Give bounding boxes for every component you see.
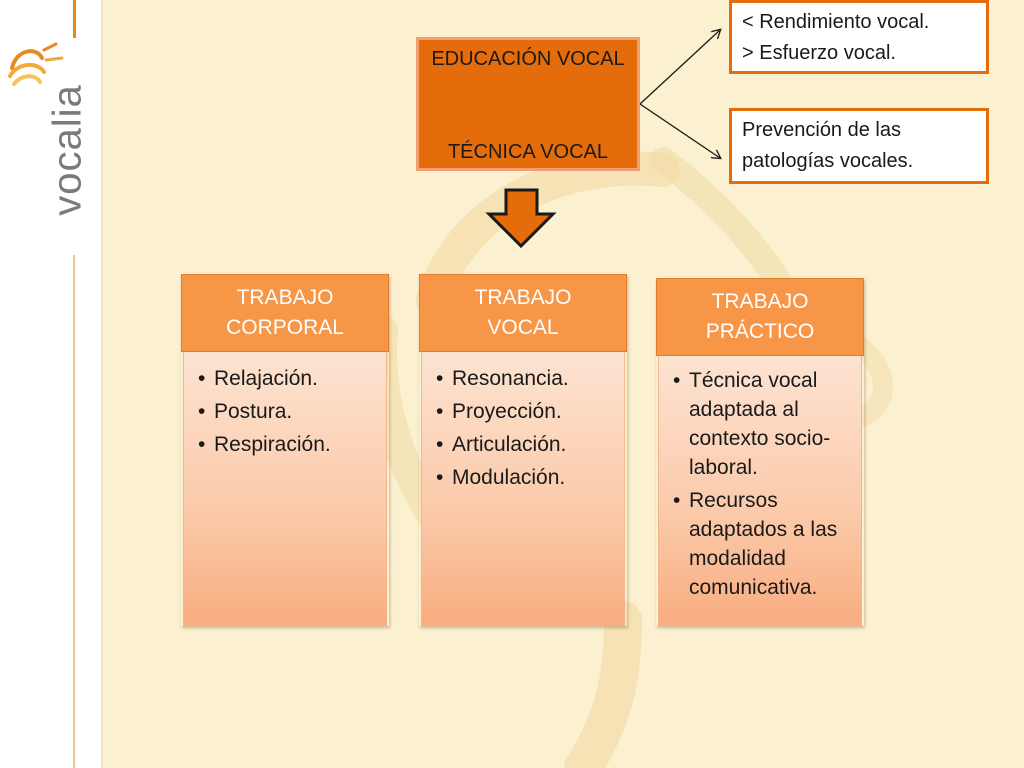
column-3-heading-line-2: PRÁCTICO <box>705 320 815 343</box>
column-practical-work: TRABAJO PRÁCTICO Técnica vocal adaptada … <box>656 278 864 626</box>
column-3-header: TRABAJO PRÁCTICO <box>656 278 864 356</box>
list-item: Relajación. <box>194 364 378 393</box>
arrow-to-callout-1 <box>639 30 720 105</box>
list-item: Resonancia. <box>432 364 616 393</box>
column-2-heading-line-1: TRABAJO <box>474 286 572 309</box>
callout-2-line-1: Prevención de las <box>742 119 901 141</box>
down-arrow-icon <box>485 188 557 249</box>
column-2-heading-line-2: VOCAL <box>487 316 559 339</box>
list-item: Modulación. <box>432 463 616 492</box>
logo-divider-line <box>73 255 75 768</box>
column-3-heading-line-1: TRABAJO <box>711 290 809 313</box>
logo-accent-line <box>73 0 76 38</box>
callout-1-line-2: > Esfuerzo vocal. <box>742 42 896 64</box>
callout-vocal-performance: < Rendimiento vocal. > Esfuerzo vocal. <box>729 0 989 74</box>
list-item: Postura. <box>194 397 378 426</box>
column-2-body: Resonancia. Proyección. Articulación. Mo… <box>421 352 625 626</box>
column-1-heading-line-1: TRABAJO <box>236 286 334 309</box>
callout-2-line-2: patologías vocales. <box>742 150 914 172</box>
callout-1-line-1: < Rendimiento vocal. <box>742 11 930 33</box>
main-box-line-2: TÉCNICA VOCAL <box>447 141 609 163</box>
list-item: Articulación. <box>432 430 616 459</box>
column-vocal-work: TRABAJO VOCAL Resonancia. Proyección. Ar… <box>419 274 627 626</box>
callout-prevention: Prevención de las patologías vocales. <box>729 108 989 184</box>
list-item: Respiración. <box>194 430 378 459</box>
column-1-heading-line-2: CORPORAL <box>226 316 344 339</box>
column-1-header: TRABAJO CORPORAL <box>181 274 389 352</box>
list-item: Técnica vocal adaptada al contexto socio… <box>669 366 853 482</box>
main-box-line-1: EDUCACIÓN VOCAL <box>431 48 625 70</box>
sidebar-edge <box>101 0 103 768</box>
education-technique-box: EDUCACIÓN VOCAL TÉCNICA VOCAL <box>416 37 640 171</box>
column-2-header: TRABAJO VOCAL <box>419 274 627 352</box>
logo-sidebar: vocalia <box>0 0 101 768</box>
column-2-list: Resonancia. Proyección. Articulación. Mo… <box>422 364 624 492</box>
arrow-to-callout-2 <box>639 103 720 158</box>
column-3-list: Técnica vocal adaptada al contexto socio… <box>659 366 861 602</box>
column-3-body: Técnica vocal adaptada al contexto socio… <box>658 356 862 626</box>
list-item: Proyección. <box>432 397 616 426</box>
column-1-body: Relajación. Postura. Respiración. <box>183 352 387 626</box>
list-item: Recursos adaptados a las modalidad comun… <box>669 486 853 602</box>
vocalia-swirl-icon <box>8 42 64 86</box>
column-1-list: Relajación. Postura. Respiración. <box>184 364 386 459</box>
column-body-work: TRABAJO CORPORAL Relajación. Postura. Re… <box>181 274 389 626</box>
